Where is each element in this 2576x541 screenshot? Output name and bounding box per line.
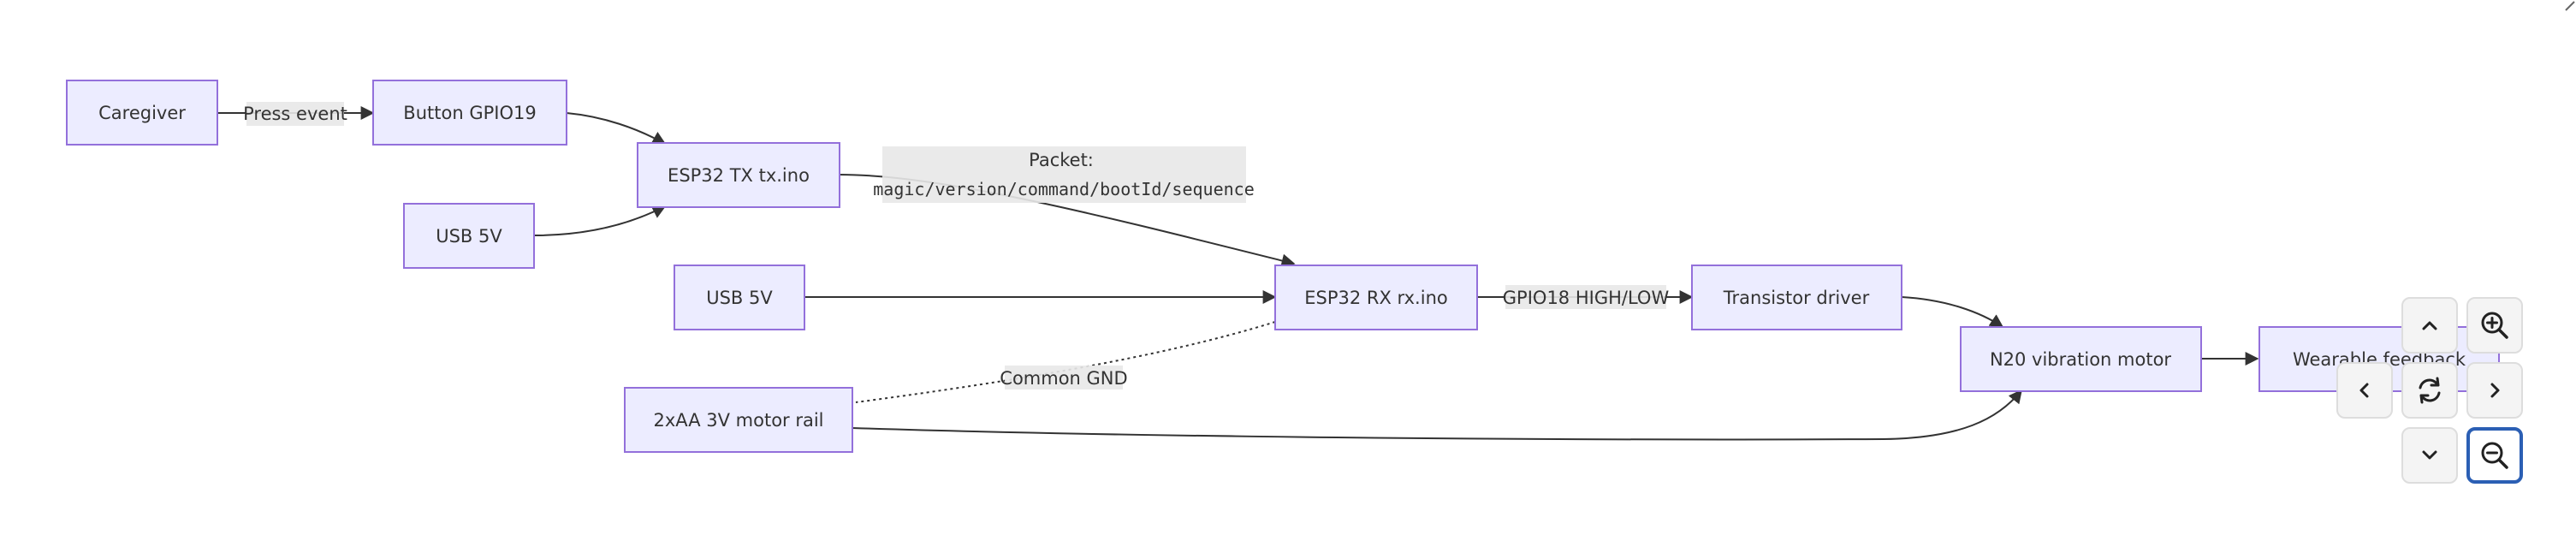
chevron-up-icon xyxy=(2422,321,2437,330)
zoom-in-icon xyxy=(2481,312,2508,339)
zoom-out-icon xyxy=(2481,442,2508,469)
chevron-down-icon xyxy=(2422,450,2437,460)
svg-text:magic/version/command/bootId/s: magic/version/command/bootId/sequence xyxy=(873,179,1255,199)
svg-text:GPIO18 HIGH/LOW: GPIO18 HIGH/LOW xyxy=(1503,288,1670,308)
svg-text:USB 5V: USB 5V xyxy=(706,288,773,308)
reset-icon xyxy=(2419,377,2441,404)
node-button-gpio19: Button GPIO19 xyxy=(372,80,567,146)
svg-text:2xAA 3V motor rail: 2xAA 3V motor rail xyxy=(653,410,823,431)
node-usb-5v-rx: USB 5V xyxy=(674,265,805,330)
node-wearable-feedback: Wearable feedback xyxy=(2258,326,2500,392)
close-icon[interactable] xyxy=(2564,0,2576,12)
svg-text:Packet:: Packet: xyxy=(1029,150,1094,170)
svg-text:Press event: Press event xyxy=(243,104,347,124)
edge-label-common-gnd: Common GND xyxy=(1000,366,1128,389)
svg-text:Common GND: Common GND xyxy=(1000,368,1127,389)
svg-text:ESP32 RX rx.ino: ESP32 RX rx.ino xyxy=(1304,288,1447,308)
edge-rx-battery-gnd xyxy=(855,321,1276,403)
svg-text:Transistor driver: Transistor driver xyxy=(1723,288,1870,308)
node-transistor-driver: Transistor driver xyxy=(1691,265,1902,330)
zoom-in-button[interactable] xyxy=(2466,297,2523,354)
pan-up-button[interactable] xyxy=(2401,297,2458,354)
chevron-right-icon xyxy=(2490,383,2500,398)
edge-label-press-event: Press event xyxy=(243,102,347,126)
reset-view-button[interactable] xyxy=(2401,362,2458,419)
svg-text:ESP32 TX tx.ino: ESP32 TX tx.ino xyxy=(668,165,810,186)
node-n20-vibration-motor: N20 vibration motor xyxy=(1960,326,2202,392)
node-battery-rail: 2xAA 3V motor rail xyxy=(624,387,853,453)
node-caregiver: Caregiver xyxy=(66,80,218,146)
node-esp32-rx: ESP32 RX rx.ino xyxy=(1274,265,1478,330)
edge-label-gpio18: GPIO18 HIGH/LOW xyxy=(1503,285,1670,309)
svg-text:Caregiver: Caregiver xyxy=(98,103,186,123)
zoom-out-button[interactable] xyxy=(2466,427,2523,484)
edge-transistor-motor xyxy=(1901,296,2004,328)
svg-text:Button GPIO19: Button GPIO19 xyxy=(403,103,536,123)
pan-right-button[interactable] xyxy=(2466,362,2523,419)
svg-text:USB 5V: USB 5V xyxy=(436,226,502,247)
edge-button-tx xyxy=(566,112,667,145)
svg-text:N20 vibration motor: N20 vibration motor xyxy=(1990,349,2171,370)
edge-label-packet: Packet: magic/version/command/bootId/seq… xyxy=(873,146,1255,203)
edge-battery-motor xyxy=(852,389,2022,441)
edge-usb-tx xyxy=(533,205,667,236)
node-esp32-tx: ESP32 TX tx.ino xyxy=(637,142,840,208)
chevron-left-icon xyxy=(2359,383,2369,398)
pan-down-button[interactable] xyxy=(2401,427,2458,484)
node-usb-5v-tx: USB 5V xyxy=(403,203,535,269)
pan-left-button[interactable] xyxy=(2336,362,2393,419)
